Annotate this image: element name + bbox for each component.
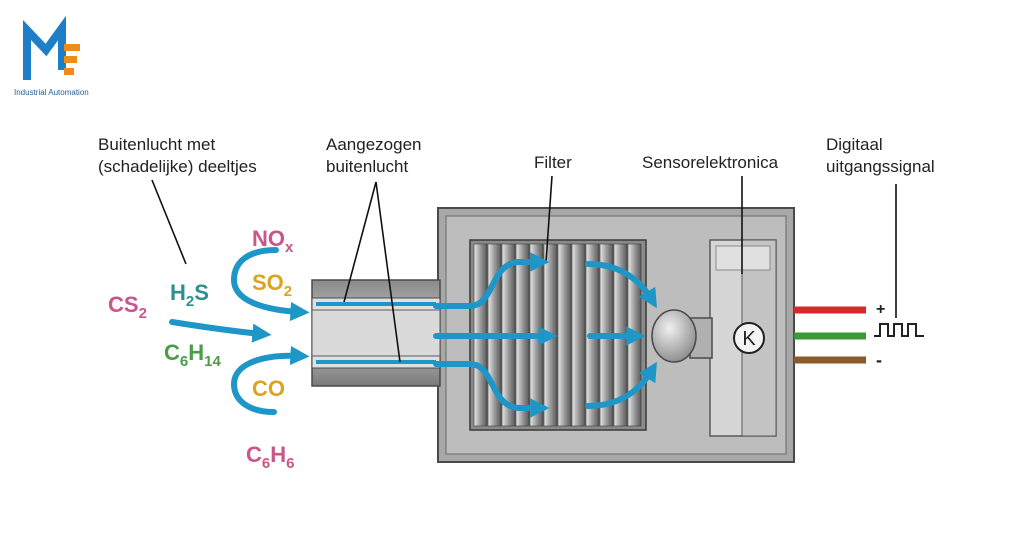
sensor-symbol-letter: K xyxy=(742,328,756,350)
airflow-arrows xyxy=(169,247,657,418)
logo-caption: Industrial Automation xyxy=(14,88,89,97)
sensor-symbol-circle xyxy=(733,322,765,354)
gas-cs2: CS2 xyxy=(108,292,147,322)
plus-label: + xyxy=(876,301,885,318)
gas-nox: NOx xyxy=(252,226,294,256)
gas-c6h14: C6H14 xyxy=(164,340,221,370)
label-outside-air-line2: (schadelijke) deeltjes xyxy=(98,157,257,176)
label-intake-line2: buitenlucht xyxy=(326,157,409,176)
label-output-line2: uitgangssignal xyxy=(826,157,935,176)
filter-rib xyxy=(557,243,572,427)
gas-h2s: H2S xyxy=(170,280,209,310)
pulse-signal-icon xyxy=(874,323,924,337)
inlet-tube xyxy=(311,279,441,387)
label-filter: Filter xyxy=(534,153,572,172)
minus-label: - xyxy=(876,350,882,370)
label-intake-line1: Aangezogen xyxy=(326,135,421,154)
filter-rib xyxy=(571,243,586,427)
label-outside-air-line1: Buitenlucht met xyxy=(98,135,215,154)
sensor-element xyxy=(651,309,713,363)
gas-c6h6: C6H6 xyxy=(246,442,294,472)
label-electronics: Sensorelektronica xyxy=(642,153,779,172)
callout-lines xyxy=(151,175,897,363)
gas-co: CO xyxy=(252,376,285,401)
gas-so2: SO2 xyxy=(252,270,292,300)
electronics-box-top xyxy=(715,245,771,271)
label-output-line1: Digitaal xyxy=(826,135,883,154)
company-logo: Industrial Automation xyxy=(14,15,89,97)
